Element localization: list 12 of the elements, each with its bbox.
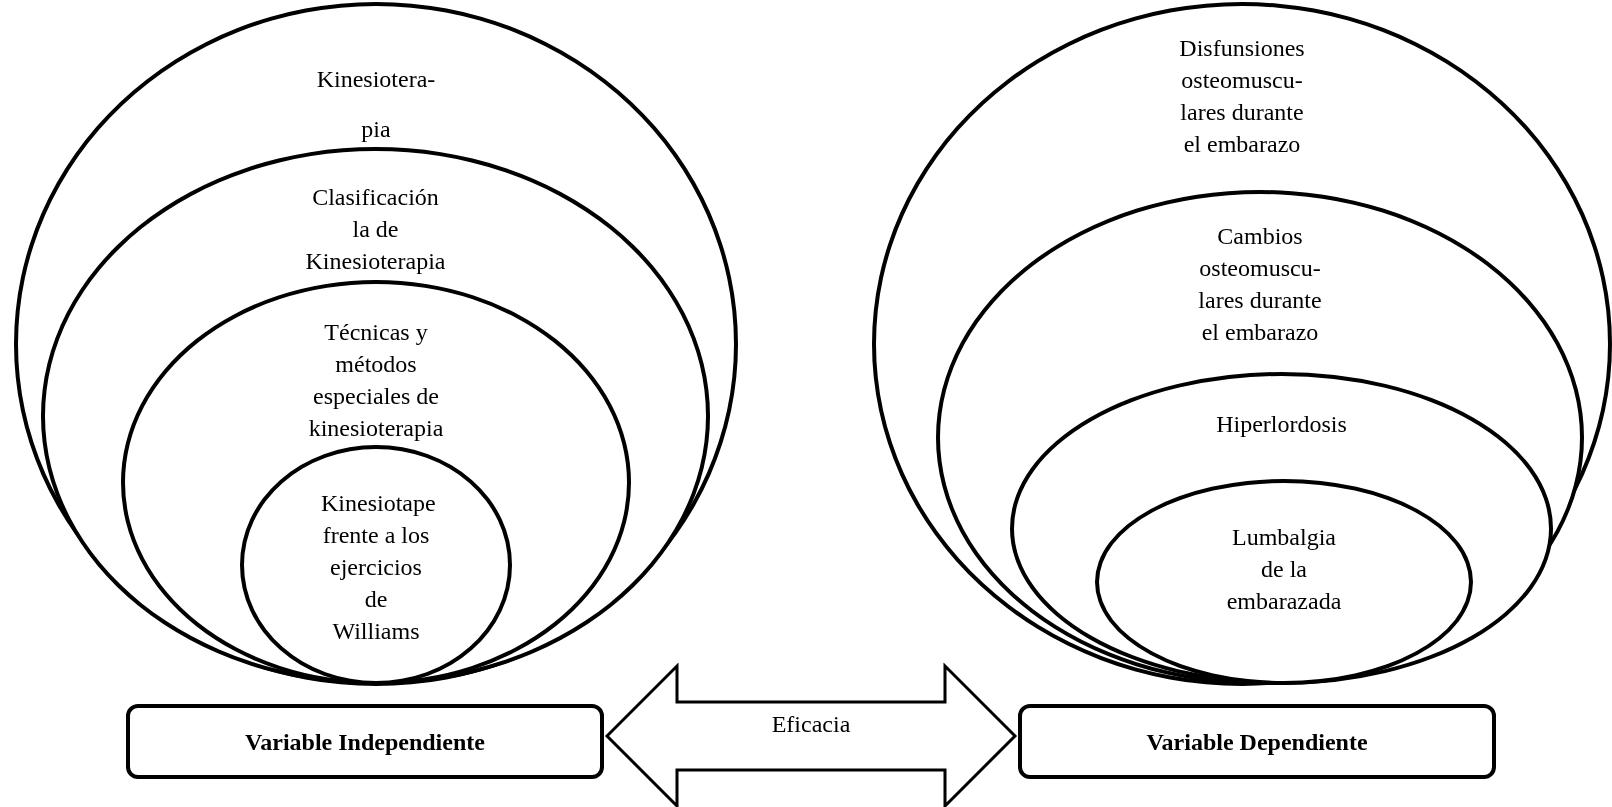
node-text: Variable Independiente bbox=[244, 728, 486, 757]
node-text: Variable Dependiente bbox=[1145, 728, 1369, 757]
node-text: Lumbalgia de la embarazada bbox=[1225, 523, 1343, 616]
node-text: Cambios osteomuscu- lares durante el embarazo bbox=[1197, 222, 1323, 347]
double-block-arrow bbox=[604, 662, 1018, 807]
variable-box bbox=[1018, 704, 1496, 779]
variable-box bbox=[126, 704, 604, 779]
node-text: Hiperlordosis bbox=[1215, 410, 1348, 439]
node-text: Disfunsiones osteomuscu- lares durante el embarazo bbox=[1178, 34, 1306, 159]
node-text: Técnicas y métodos especiales de kinesioterapia bbox=[307, 318, 445, 443]
node-text: Kinesiotera- pia bbox=[315, 65, 437, 144]
node-text: Clasificación la de Kinesioterapia bbox=[305, 183, 446, 276]
